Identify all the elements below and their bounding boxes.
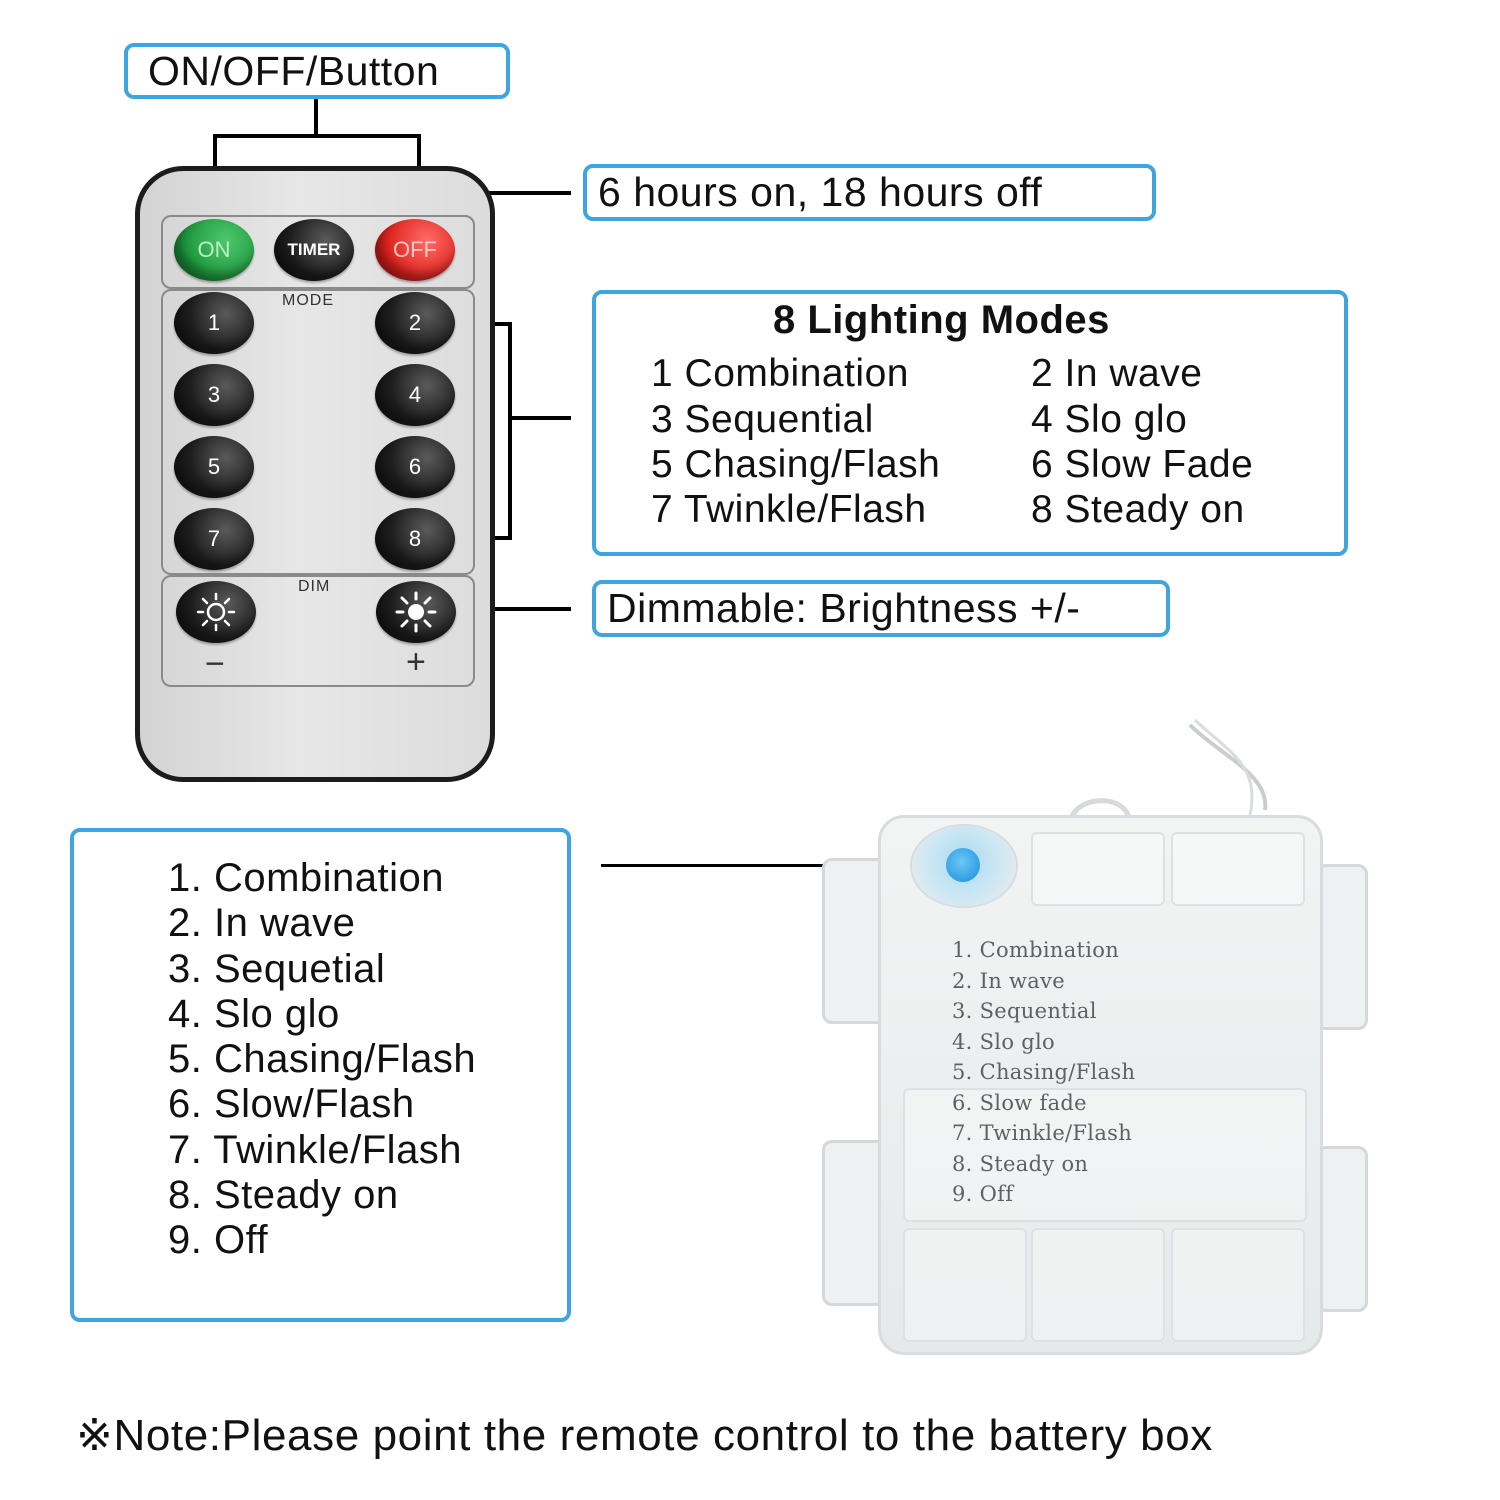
- box-modes-item: 7. Twinkle/Flash: [168, 1127, 463, 1172]
- power-callout-text: ON/OFF/Button: [148, 48, 440, 94]
- battery-box-cell: [1031, 832, 1165, 906]
- power-callout: [124, 43, 510, 99]
- mode-label: MODE: [282, 292, 334, 309]
- remote-control: ON TIMER OFF MODE 1 2 3 4 5 6 7 8 DIM: [135, 166, 495, 782]
- modes-callout-item: 5 Chasing/Flash: [651, 443, 941, 486]
- power-connector-right: [417, 134, 421, 182]
- sun-dim-icon: [196, 592, 236, 632]
- mode-button-1[interactable]: 1: [174, 292, 254, 354]
- battery-box-button[interactable]: [946, 848, 980, 882]
- minus-sign: −: [205, 645, 225, 683]
- battery-box-label-item: 7. Twinkle/Flash: [952, 1121, 1133, 1145]
- box-modes-item: 4. Slo glo: [168, 991, 340, 1036]
- on-button[interactable]: ON: [174, 219, 254, 281]
- battery-box-label-item: 9. Off: [952, 1182, 1014, 1206]
- mode-button-6[interactable]: 6: [375, 436, 455, 498]
- battery-box-label-item: 3. Sequential: [952, 999, 1097, 1023]
- battery-box-clip-right-top: [1316, 864, 1368, 1030]
- modes-callout-item: 4 Slo glo: [1031, 398, 1188, 441]
- battery-box-cell: [1171, 832, 1305, 906]
- mode-button-2[interactable]: 2: [375, 292, 455, 354]
- timer-callout: [583, 164, 1156, 221]
- modes-callout-item: 1 Combination: [651, 352, 909, 395]
- mode-button-5[interactable]: 5: [174, 436, 254, 498]
- sun-bright-icon: [395, 591, 437, 633]
- remote-mode-panel: [161, 289, 475, 575]
- box-modes-list: 1. Combination 2. In wave 3. Sequetial 4…: [168, 856, 476, 1264]
- battery-box-label-item: 5. Chasing/Flash: [952, 1060, 1136, 1084]
- box-modes-item: 3. Sequetial: [168, 946, 386, 991]
- modes-callout-item: 7 Twinkle/Flash: [651, 488, 927, 531]
- dim-down-button[interactable]: [176, 581, 256, 643]
- box-modes-item: 1. Combination: [168, 856, 445, 900]
- power-connector-left: [213, 134, 217, 182]
- modes-callout: [592, 290, 1348, 556]
- box-connector: [601, 864, 951, 867]
- battery-box-cell: [903, 1088, 1307, 1222]
- modes-callout-item: 2 In wave: [1031, 352, 1203, 395]
- modes-connector-side: [508, 322, 512, 540]
- battery-box-cell: [903, 1228, 1027, 1342]
- modes-callout-item: 3 Sequential: [651, 398, 874, 441]
- power-connector-stem: [314, 99, 318, 136]
- dim-label: DIM: [298, 578, 331, 595]
- battery-box-cell: [1031, 1228, 1165, 1342]
- dim-callout: [592, 580, 1170, 637]
- battery-box-label-list: 1. Combination 2. In wave 3. Sequential …: [952, 938, 1135, 1213]
- timer-callout-text: 6 hours on, 18 hours off: [598, 169, 1043, 215]
- box-modes-item: 2. In wave: [168, 901, 356, 946]
- modes-callout-item: 6 Slow Fade: [1031, 443, 1254, 486]
- power-connector-bar: [213, 134, 421, 138]
- box-modes-callout: [70, 828, 571, 1322]
- battery-box-label-item: 8. Steady on: [952, 1151, 1089, 1176]
- box-modes-item: 5. Chasing/Flash: [168, 1037, 477, 1082]
- dim-connector: [470, 607, 571, 611]
- mode-button-8[interactable]: 8: [375, 508, 455, 570]
- battery-box-clip-right-bottom: [1316, 1146, 1368, 1312]
- dim-callout-text: Dimmable: Brightness +/-: [607, 585, 1081, 631]
- box-modes-item: 6. Slow/Flash: [168, 1082, 415, 1127]
- battery-box-label-item: 1. Combination: [952, 938, 1120, 962]
- box-modes-item: 9. Off: [168, 1218, 269, 1263]
- battery-box-label-item: 2. In wave: [952, 968, 1065, 993]
- remote-top-panel: [161, 215, 475, 289]
- dim-up-button[interactable]: [376, 581, 456, 643]
- mode-button-4[interactable]: 4: [375, 364, 455, 426]
- mode-button-3[interactable]: 3: [174, 364, 254, 426]
- modes-callout-item: 8 Steady on: [1031, 488, 1245, 531]
- off-button[interactable]: OFF: [375, 219, 455, 281]
- mode-button-7[interactable]: 7: [174, 508, 254, 570]
- modes-callout-title: 8 Lighting Modes: [773, 298, 1110, 342]
- remote-dim-panel: [161, 575, 475, 687]
- modes-connector-h: [508, 416, 571, 420]
- box-modes-item: 8. Steady on: [168, 1173, 399, 1218]
- note-text: ※Note:Please point the remote control to…: [76, 1411, 1213, 1460]
- battery-box-label-item: 4. Slo glo: [952, 1029, 1055, 1054]
- battery-box-label-item: 6. Slow fade: [952, 1090, 1087, 1115]
- timer-button[interactable]: TIMER: [274, 219, 354, 281]
- plus-sign: +: [406, 643, 426, 681]
- battery-box-cell: [1171, 1228, 1305, 1342]
